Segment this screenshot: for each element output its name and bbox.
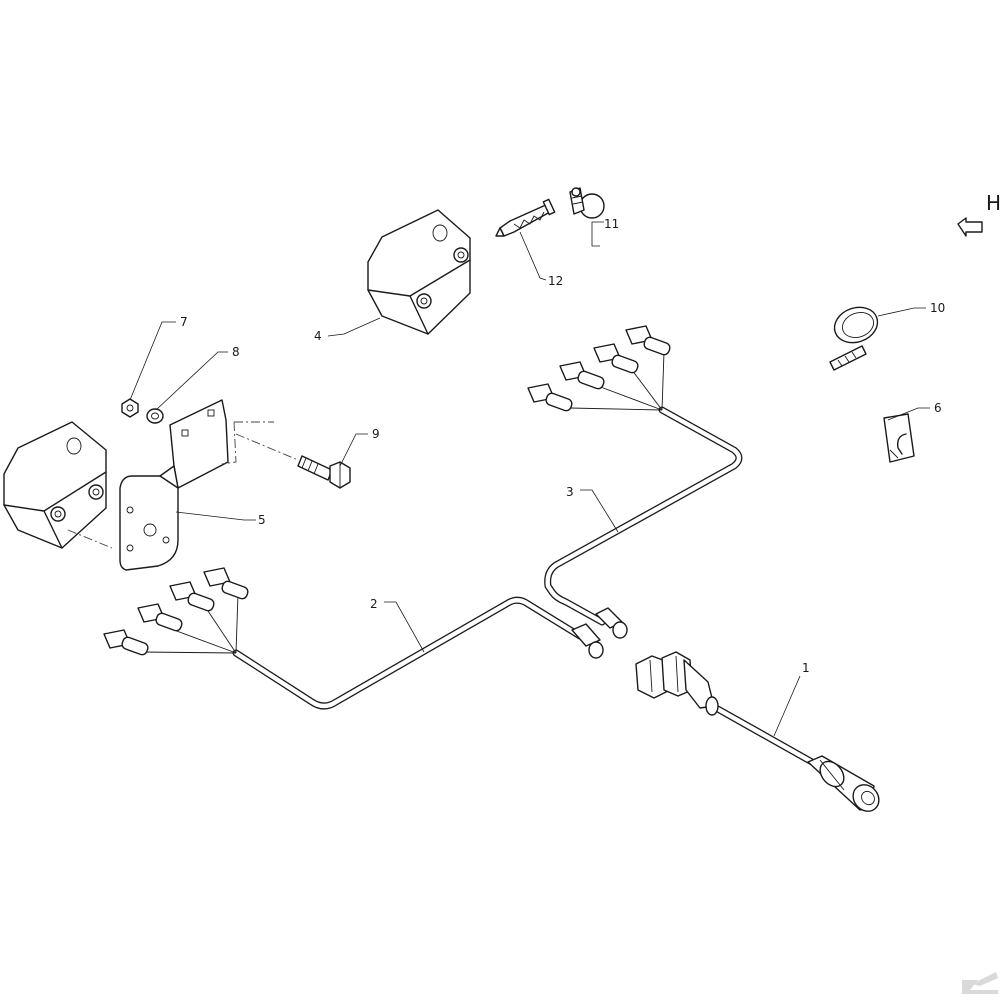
callout-label-8: 8 [232,345,240,359]
callout-label-11: 11 [604,217,619,231]
callout-label-2: 2 [370,597,378,611]
callout-5: 5 [175,511,266,527]
cable-tie[interactable] [829,302,883,371]
callout-label-4: 4 [314,329,322,343]
bayonet-bulb[interactable] [569,187,605,219]
callout-label-3: 3 [566,485,574,499]
callout-label-6: 6 [934,401,942,415]
callout-6: 6 [887,401,942,421]
lamp-housing-upper[interactable] [367,209,471,335]
callout-3: 3 [566,485,619,533]
callout-label-9: 9 [372,427,380,441]
callout-2: 2 [370,597,425,653]
callout-4: 4 [314,317,381,343]
view-direction-marker: H [957,191,1000,237]
callout-8: 8 [155,345,240,411]
callout-1: 1 [773,661,810,737]
callout-label-5: 5 [258,513,266,527]
hex-nut[interactable] [121,398,139,418]
callout-label-7: 7 [180,315,188,329]
callout-9: 9 [339,427,380,467]
callout-12: 12 [519,231,563,288]
callout-10: 10 [877,301,945,317]
brand-logo-icon [962,972,998,994]
hex-bolt[interactable] [297,455,351,489]
callout-7: 7 [129,315,188,401]
terminal-fan-left[interactable] [103,567,249,656]
mounting-bracket[interactable] [119,399,229,571]
view-marker-letter: H [986,191,1000,215]
lamp-housing-left[interactable] [3,421,107,549]
callout-11: 11 [591,217,619,247]
wiring-harness-cables[interactable] [232,406,816,766]
callout-label-1: 1 [802,661,810,675]
harness-end-connectors[interactable] [571,607,628,659]
callout-label-10: 10 [930,301,945,315]
washer[interactable] [146,408,164,424]
terminal-fan-upper[interactable] [527,325,671,412]
callout-label-12: 12 [548,274,563,288]
festoon-bulb[interactable] [495,198,556,237]
view-arrow-icon [957,217,983,237]
main-plug-connector[interactable] [635,651,884,816]
cable-clip[interactable] [883,413,915,463]
